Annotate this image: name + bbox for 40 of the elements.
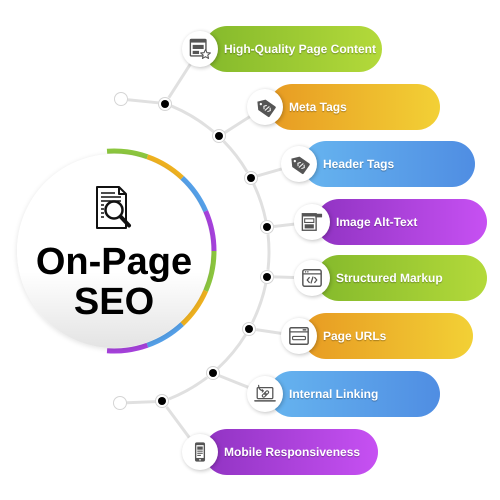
junction-dot-icon [244, 170, 258, 185]
connector-line [222, 140, 248, 173]
connector-line [256, 168, 282, 178]
connector-line [224, 115, 251, 134]
topic-banner [281, 313, 473, 359]
topic-banner [247, 84, 440, 130]
connector-line [251, 283, 268, 324]
topic-label: Image Alt-Text [336, 214, 418, 230]
junction-dot-icon [155, 394, 170, 408]
topic-label: Mobile Responsiveness [224, 444, 360, 460]
junction-dot-icon [212, 129, 226, 144]
connector-line [168, 63, 192, 98]
topic-label: Structured Markup [336, 270, 443, 286]
connector-line [252, 183, 268, 221]
topic-label: Internal Linking [289, 386, 378, 402]
topic-banner [281, 141, 475, 187]
junction-dot-icon [260, 270, 274, 284]
topic-label: Header Tags [323, 156, 394, 172]
topic-banner [182, 429, 378, 475]
topic-banner [294, 255, 487, 301]
connector-line [165, 406, 190, 438]
connector-line [256, 328, 282, 335]
title-text: On-Page SEO [34, 242, 194, 322]
connector-line [168, 376, 208, 400]
connector-line [216, 334, 247, 370]
connector-line [126, 400, 156, 404]
connector-line [128, 98, 158, 104]
topic-label: High-Quality Page Content [224, 41, 376, 57]
topic-label: Page URLs [323, 328, 386, 344]
topic-banner [247, 371, 440, 417]
junction-dot-icon [158, 96, 172, 111]
topic-label: Meta Tags [289, 99, 347, 115]
topic-banner [294, 199, 487, 245]
topic-banner [182, 26, 382, 72]
junction-dot-icon [242, 322, 256, 336]
connector-line [170, 104, 214, 133]
junction-dot-icon [260, 220, 274, 234]
connector-line [218, 374, 249, 389]
junction-dot-icon [206, 366, 220, 380]
connector-line [274, 222, 294, 228]
